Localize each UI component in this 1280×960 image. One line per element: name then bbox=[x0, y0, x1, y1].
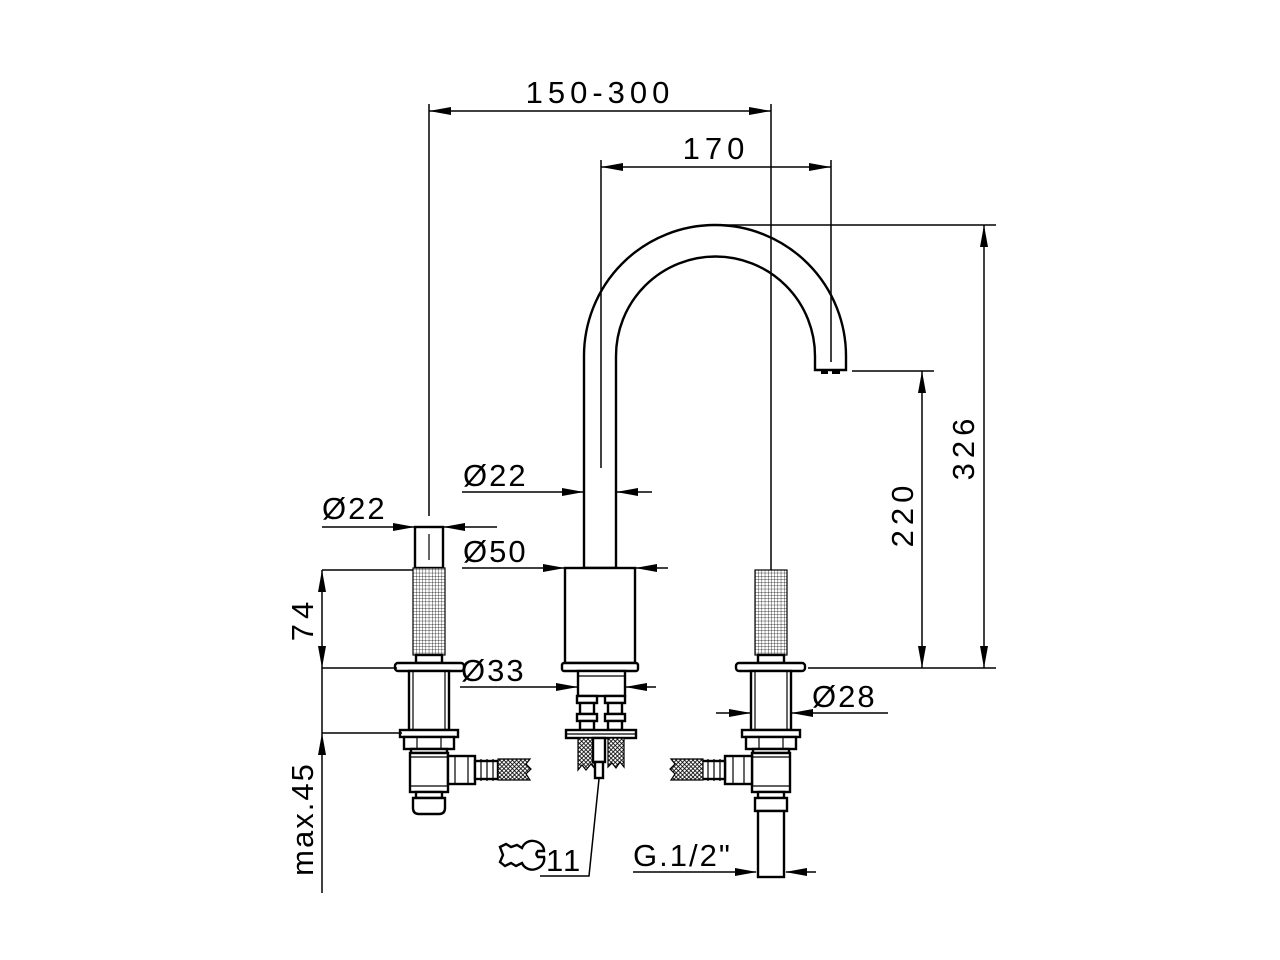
dim-max-deck-thickness: max.45 bbox=[285, 732, 402, 876]
mounting-stud-tip bbox=[593, 760, 605, 780]
dim-handle-grip-height: 74 bbox=[285, 569, 413, 893]
dim-spout-height-label: 326 bbox=[946, 414, 981, 481]
left-valve-cap bbox=[411, 796, 447, 816]
left-lock-nut bbox=[402, 735, 456, 751]
spout-base-column bbox=[563, 566, 637, 665]
arrowhead bbox=[635, 564, 657, 572]
spout-base-assembly bbox=[560, 566, 640, 780]
arrowhead bbox=[562, 488, 584, 496]
dim-handle-spread-label: 150-300 bbox=[526, 75, 675, 110]
left-handle-knurl-grip bbox=[412, 567, 446, 656]
left-port-nut bbox=[446, 754, 477, 786]
dim-valve-shank-diameter: Ø28 bbox=[716, 679, 888, 717]
arrowhead bbox=[749, 107, 771, 115]
dim-inlet-thread: G.1/2" bbox=[633, 838, 816, 876]
arrowhead bbox=[601, 163, 623, 171]
dim-spout-fitting-diameter: Ø33 bbox=[460, 653, 656, 691]
left-valve-shank bbox=[407, 669, 451, 732]
dim-outlet-height-label: 220 bbox=[885, 481, 920, 548]
dim-spout-fitting-diameter-label: Ø33 bbox=[461, 653, 526, 688]
spout bbox=[582, 223, 848, 570]
hose-nipple-right bbox=[603, 694, 627, 732]
right-handle-unit bbox=[669, 569, 807, 879]
spout-fitting-block bbox=[576, 669, 627, 698]
right-port-nut bbox=[723, 754, 754, 786]
aerator-mark bbox=[821, 370, 828, 374]
dim-spout-tube-diameter: Ø22 bbox=[462, 458, 652, 496]
right-escutcheon-flange bbox=[734, 661, 807, 673]
mounting-stud bbox=[591, 736, 607, 764]
right-inlet-pipe bbox=[756, 809, 786, 879]
nipple-body bbox=[578, 701, 596, 716]
dim-max-deck-thickness-label: max.45 bbox=[285, 762, 320, 876]
right-lock-nut bbox=[744, 735, 798, 751]
arrowhead bbox=[556, 683, 578, 691]
arrowhead bbox=[318, 733, 326, 755]
dim-spout-tube-diameter-label: Ø22 bbox=[463, 458, 528, 493]
right-valve-shank bbox=[749, 669, 793, 732]
aerator-mark bbox=[832, 370, 840, 374]
arrowhead bbox=[809, 163, 831, 171]
arrowhead bbox=[918, 646, 926, 668]
dim-handle-stem-diameter: Ø22 bbox=[322, 491, 497, 531]
hose-stub-right bbox=[607, 737, 625, 770]
spout-outline bbox=[582, 223, 848, 570]
right-handle-knurl-grip bbox=[754, 569, 788, 656]
dim-outlet-height: 220 bbox=[852, 370, 934, 668]
callout-wrench-size: 11 bbox=[498, 778, 600, 878]
dim-handle-grip-height-label: 74 bbox=[285, 597, 320, 641]
arrowhead bbox=[729, 709, 751, 717]
arrowhead bbox=[393, 523, 415, 531]
nipple-body bbox=[578, 719, 596, 732]
arrowhead bbox=[443, 523, 465, 531]
callout-wrench-size-label: 11 bbox=[546, 843, 582, 878]
arrowhead bbox=[791, 709, 813, 717]
dim-handle-spread: 150-300 bbox=[428, 75, 772, 570]
arrowhead bbox=[616, 488, 638, 496]
right-inlet-collar bbox=[753, 796, 789, 813]
dim-handle-stem-diameter-label: Ø22 bbox=[322, 491, 387, 526]
arrowhead bbox=[318, 646, 326, 668]
arrowhead bbox=[625, 683, 647, 691]
wrench-icon bbox=[498, 839, 546, 871]
dim-valve-shank-diameter-label: Ø28 bbox=[812, 679, 877, 714]
arrowhead bbox=[429, 107, 451, 115]
dim-spout-reach-label: 170 bbox=[683, 131, 750, 166]
dim-spout-height: 326 bbox=[713, 224, 996, 669]
dim-spout-reach: 170 bbox=[600, 131, 832, 468]
leader-line bbox=[540, 778, 600, 877]
hose-nipple-left bbox=[575, 694, 599, 732]
nipple-body bbox=[606, 719, 624, 732]
arrowhead bbox=[318, 570, 326, 592]
left-escutcheon-flange bbox=[393, 661, 466, 673]
arrowhead bbox=[735, 868, 757, 876]
arrowhead bbox=[543, 564, 565, 572]
right-flex-hose bbox=[669, 758, 704, 781]
dim-inlet-thread-label: G.1/2" bbox=[633, 838, 732, 873]
spout-base-plate bbox=[560, 661, 640, 673]
arrowhead bbox=[785, 868, 807, 876]
nipple-body bbox=[606, 701, 624, 716]
arrowhead bbox=[980, 225, 988, 247]
arrowhead bbox=[918, 371, 926, 393]
left-flex-hose bbox=[497, 758, 532, 781]
arrowhead bbox=[980, 646, 988, 668]
left-handle-unit bbox=[393, 525, 532, 816]
dim-spout-base-diameter-label: Ø50 bbox=[463, 534, 528, 569]
dim-spout-base-diameter: Ø50 bbox=[462, 534, 668, 572]
